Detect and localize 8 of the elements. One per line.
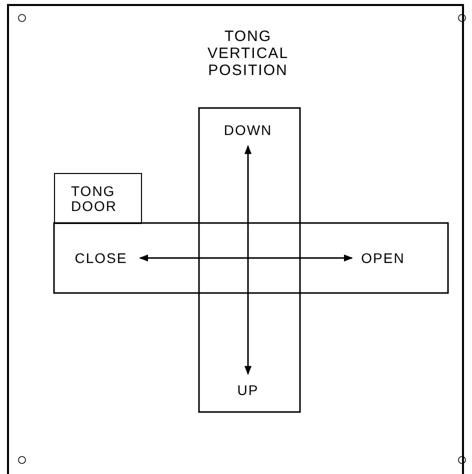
double-arrow [139, 254, 353, 262]
position-label: CLOSE [66, 246, 136, 270]
label-tab: TONG DOOR [54, 173, 142, 224]
double-arrow [244, 145, 252, 375]
title: TONG VERTICAL POSITION [206, 28, 290, 79]
position-label: UP [225, 378, 271, 402]
position-label: DOWN [215, 118, 281, 142]
position-label: OPEN [356, 246, 410, 270]
